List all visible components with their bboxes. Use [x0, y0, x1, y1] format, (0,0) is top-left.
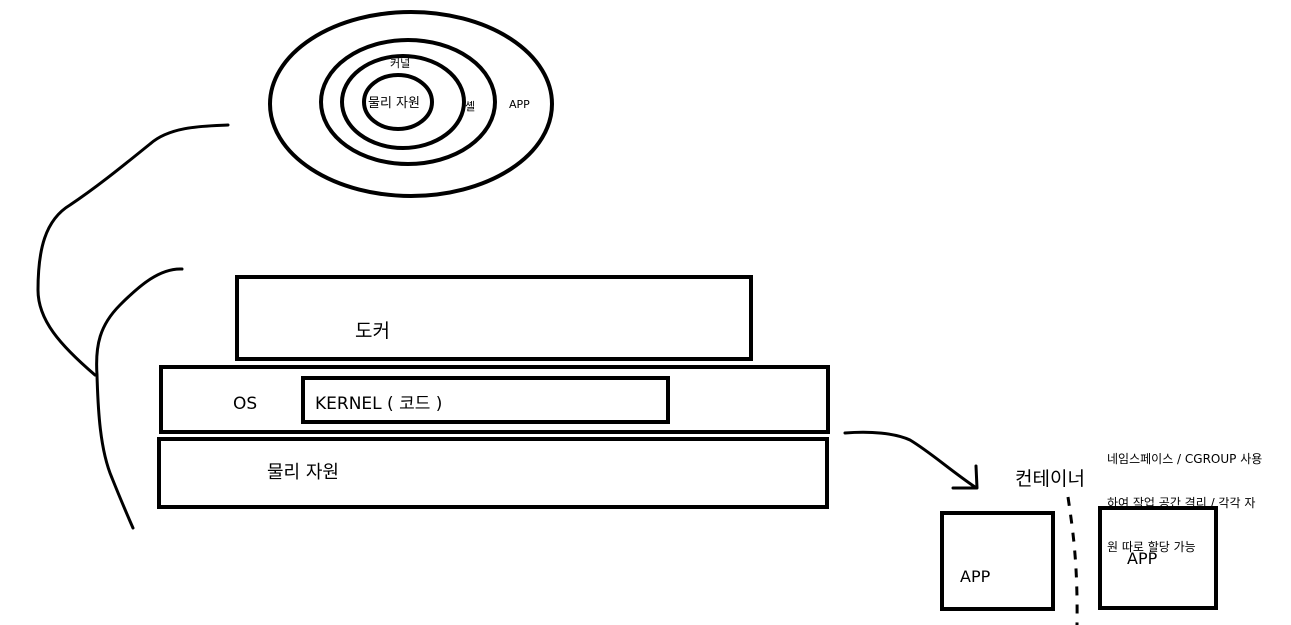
- note-line: 네임스페이스 / CGROUP 사용: [1107, 452, 1263, 466]
- kernel-box: [301, 376, 670, 424]
- ring-shell: [319, 38, 497, 166]
- container-label: 컨테이너: [1015, 468, 1085, 490]
- arrow-shaft: [843, 430, 977, 489]
- ring-label-physical: 물리 자원: [368, 96, 420, 111]
- ring-physical: [362, 73, 434, 131]
- app-label-left: APP: [960, 567, 991, 586]
- os-box: [159, 365, 830, 434]
- kernel-label: KERNEL ( 코드 ): [315, 394, 442, 414]
- container-boxes: [940, 506, 1218, 611]
- ring-label-shell: 셸: [465, 100, 475, 113]
- note-line: 원 따로 할당 가능: [1107, 540, 1196, 554]
- docker-box: [235, 275, 753, 361]
- layer-stack: [157, 275, 830, 509]
- container-divider: [1066, 496, 1079, 625]
- app-box-left: [940, 511, 1055, 611]
- physical-label: 물리 자원: [267, 462, 339, 483]
- docker-label: 도커: [355, 320, 390, 342]
- physical-box: [157, 437, 829, 509]
- app-box-right: [1098, 506, 1218, 610]
- layer-rings: [268, 10, 554, 198]
- ring-app: [268, 10, 554, 198]
- ring-label-app: APP: [509, 98, 530, 111]
- arrow-to-container: [843, 430, 979, 490]
- container-note: 네임스페이스 / CGROUP 사용 하여 작업 공간 격리 / 각각 자 원 …: [1107, 426, 1291, 580]
- curve-inner: [95, 267, 184, 530]
- app-label-right: APP: [1127, 549, 1158, 568]
- note-line: 하여 작업 공간 격리 / 각각 자: [1107, 496, 1256, 510]
- ring-kernel: [340, 54, 466, 150]
- curve-outer: [36, 123, 230, 377]
- ring-label-kernel: 커널: [390, 57, 410, 70]
- connector-curves: [36, 123, 230, 530]
- arrow-head: [951, 464, 979, 490]
- os-label: OS: [233, 394, 257, 414]
